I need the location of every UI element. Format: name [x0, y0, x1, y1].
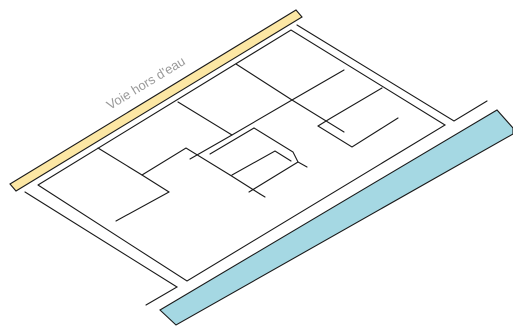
parcel-line: [248, 161, 299, 193]
elevated-road: [9, 9, 303, 192]
parcel-line: [141, 174, 170, 193]
parcel-lines: [97, 63, 399, 222]
parcel-line: [231, 150, 292, 176]
water-strip: [159, 109, 513, 326]
outer-street-edge-left: [24, 191, 179, 306]
parcel-line: [317, 87, 383, 127]
parcel-line: [115, 191, 170, 222]
parcel-line: [253, 127, 308, 168]
parcel-line: [317, 117, 399, 148]
outer-street-edge-right: [296, 24, 488, 122]
block-edge-road-side: [37, 29, 447, 282]
street-edges: [24, 24, 488, 306]
parcel-line: [235, 63, 293, 101]
parcel-line: [141, 147, 231, 176]
parcel-line: [291, 69, 345, 101]
parcel-line: [291, 99, 345, 133]
parcel-line: [259, 193, 266, 198]
parcel-line: [97, 147, 143, 176]
parcel-line: [189, 134, 233, 160]
parcel-line: [209, 127, 255, 155]
parcel-line: [177, 101, 233, 136]
parcel-line: [231, 99, 293, 136]
parcel-line: [229, 174, 261, 195]
